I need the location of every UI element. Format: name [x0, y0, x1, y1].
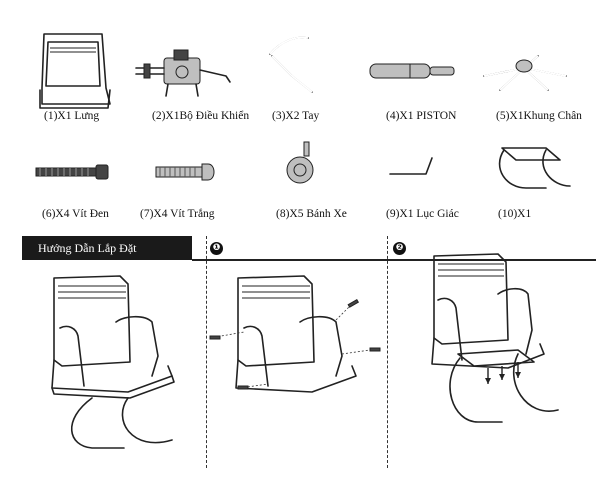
part-white-screw-illustration: [155, 162, 220, 182]
guide-title: Hướng Dẫn Lắp Đặt: [22, 236, 192, 260]
part-backrest-illustration: [36, 28, 116, 112]
part-sled-frame-illustration: [496, 138, 576, 194]
part-caster-illustration: [284, 141, 324, 186]
step-2-number: ❷: [393, 242, 406, 255]
caption-armrest: (3)X2 Tay: [272, 110, 320, 122]
part-black-screw-illustration: [35, 164, 116, 180]
part-piston-illustration: [369, 62, 460, 82]
part-hex-key-illustration: [388, 154, 440, 180]
part-controller-illustration: [134, 40, 234, 100]
section-divider: [192, 259, 596, 261]
caption-black-screw: (6)X4 Vít Đen: [42, 208, 109, 220]
caption-hex-key: (9)X1 Lục Giác: [386, 208, 459, 220]
step-1-number: ❶: [210, 242, 223, 255]
part-base-illustration: [478, 50, 572, 94]
panel-divider-2: [387, 236, 388, 468]
caption-white-screw: (7)X4 Vít Trắng: [140, 208, 215, 220]
caption-caster: (8)X5 Bánh Xe: [276, 208, 347, 220]
caption-piston: (4)X1 PISTON: [386, 110, 457, 122]
panel-divider-1: [206, 236, 207, 468]
assembled-chair-illustration: [32, 270, 202, 470]
caption-base: (5)X1Khung Chân: [496, 110, 582, 122]
part-armrest-illustration: [262, 32, 322, 94]
caption-sled-frame: (10)X1: [498, 208, 532, 220]
caption-backrest: (1)X1 Lưng: [44, 110, 100, 122]
caption-controller: (2)X1Bộ Điều Khiển: [152, 110, 250, 122]
step-2-illustration: [418, 250, 594, 470]
step-1-illustration: [209, 266, 386, 466]
